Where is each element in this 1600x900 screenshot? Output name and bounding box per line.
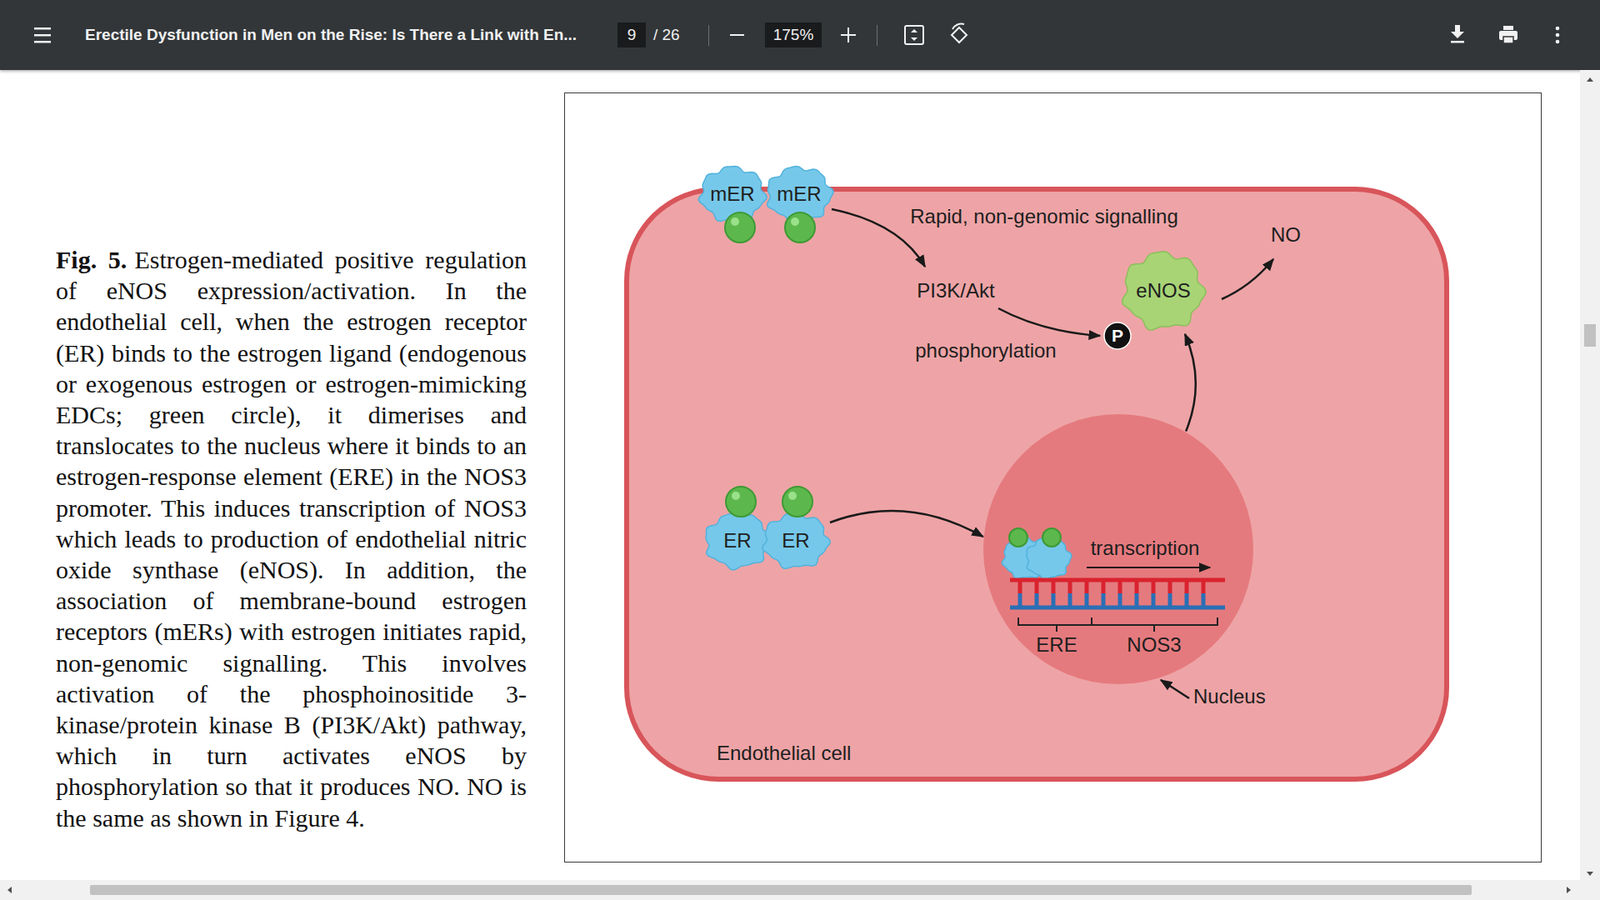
page-box xyxy=(617,22,646,48)
receptor-blob xyxy=(762,512,830,569)
ligand xyxy=(1042,528,1061,547)
more-icon xyxy=(1555,33,1560,38)
ligand-highlight xyxy=(730,217,740,226)
scrollbar-track xyxy=(1580,70,1600,880)
fit-icon xyxy=(905,25,924,45)
ligand-highlight xyxy=(788,491,797,500)
figure-caption: Estrogen-mediated positive regulation of… xyxy=(55,245,527,832)
node-label: ER xyxy=(723,529,751,553)
node-label: eNOS xyxy=(1135,279,1190,303)
dna-rung xyxy=(1135,593,1140,608)
pathway-label: PI3K/Akt xyxy=(916,279,995,303)
zoom-out-icon xyxy=(730,34,745,36)
ligand xyxy=(725,212,755,243)
cell-outline: Endothelial cellmERmEReNOSPERERNucleus xyxy=(624,186,1450,782)
print-icon xyxy=(1503,25,1514,30)
scrollbar-thumb xyxy=(1584,324,1596,347)
menu-icon xyxy=(34,34,51,37)
more-icon xyxy=(1555,40,1560,45)
transcription-arrow xyxy=(1086,566,1210,569)
receptor-blob xyxy=(705,513,772,570)
page-count: / 26 xyxy=(653,25,680,45)
menu-icon xyxy=(34,40,51,44)
receptor-blob xyxy=(767,165,835,223)
ligand xyxy=(785,212,815,243)
figure-number: Fig. 5. xyxy=(55,245,127,274)
dna-rung xyxy=(1051,593,1056,608)
divider xyxy=(708,25,710,46)
dna-rung xyxy=(1185,593,1190,608)
product-label: NO xyxy=(1270,223,1301,247)
gene-label: NOS3 xyxy=(1126,633,1181,657)
ligand xyxy=(725,486,756,517)
zoom-in-icon xyxy=(847,27,850,43)
phosphate-circle: P xyxy=(1103,321,1132,350)
receptor-blob: ER xyxy=(701,510,774,572)
download-icon xyxy=(1450,40,1465,44)
dna-rung xyxy=(1101,593,1106,608)
fit-icon xyxy=(910,29,918,41)
ligand xyxy=(1009,528,1028,547)
print-icon xyxy=(1503,36,1514,44)
rotate-icon xyxy=(951,27,967,43)
dna-rung xyxy=(1118,593,1123,608)
dna-rung xyxy=(1201,593,1206,608)
node-label: Endothelial cell xyxy=(716,741,851,765)
process-label: phosphorylation xyxy=(915,339,1056,363)
node-label: Nucleus xyxy=(1193,685,1266,709)
node-label: P xyxy=(1111,325,1124,346)
dna-rung xyxy=(1018,593,1023,608)
dna-strand xyxy=(1010,605,1225,610)
divider xyxy=(876,25,878,46)
ligand xyxy=(782,486,813,517)
receptor-blob xyxy=(698,166,767,222)
dna-rung xyxy=(1068,593,1073,608)
more-icon xyxy=(1555,26,1560,31)
rotate-icon xyxy=(952,24,965,30)
phosphate-circle xyxy=(1104,322,1131,350)
zoom-box xyxy=(765,22,822,48)
document-title: Erectile Dysfunction in Men on the Rise:… xyxy=(85,25,577,45)
scroll-arrow xyxy=(1586,77,1594,876)
ligand-highlight xyxy=(731,491,740,500)
dna-rung xyxy=(1085,593,1090,608)
dna-rung xyxy=(1168,593,1173,608)
download-icon xyxy=(1450,31,1465,39)
pathway-label: Rapid, non-genomic signalling xyxy=(910,205,1179,229)
node-label: ER xyxy=(781,529,810,553)
receptor-blob: ER xyxy=(760,510,832,572)
dna-rung xyxy=(1151,593,1156,608)
process-label: transcription xyxy=(1090,536,1200,560)
dna-strand xyxy=(1010,578,1225,583)
cell-outline xyxy=(626,189,1447,780)
zoom-level: 175% xyxy=(773,25,815,45)
enzyme-blob: eNOS xyxy=(1120,249,1207,333)
scroll-arrow xyxy=(7,886,1571,894)
dna-rung xyxy=(1035,593,1040,608)
gene-label: ERE xyxy=(1035,633,1077,657)
page-number: 9 xyxy=(627,25,637,45)
cell-outline xyxy=(624,186,1450,782)
scrollbar-track xyxy=(0,880,1600,900)
drawing-stroke xyxy=(34,22,1560,48)
download-icon xyxy=(1455,25,1460,33)
ligand-highlight xyxy=(790,217,800,226)
receptor-blob: mER xyxy=(763,163,835,225)
node-label: mER xyxy=(710,182,755,206)
enzyme-blob xyxy=(1122,251,1207,330)
nucleus-circle xyxy=(983,414,1254,685)
node-label: mER xyxy=(776,182,821,206)
receptor-blob: mER xyxy=(696,163,769,225)
scrollbar-thumb xyxy=(90,885,1472,895)
menu-icon xyxy=(34,27,51,30)
